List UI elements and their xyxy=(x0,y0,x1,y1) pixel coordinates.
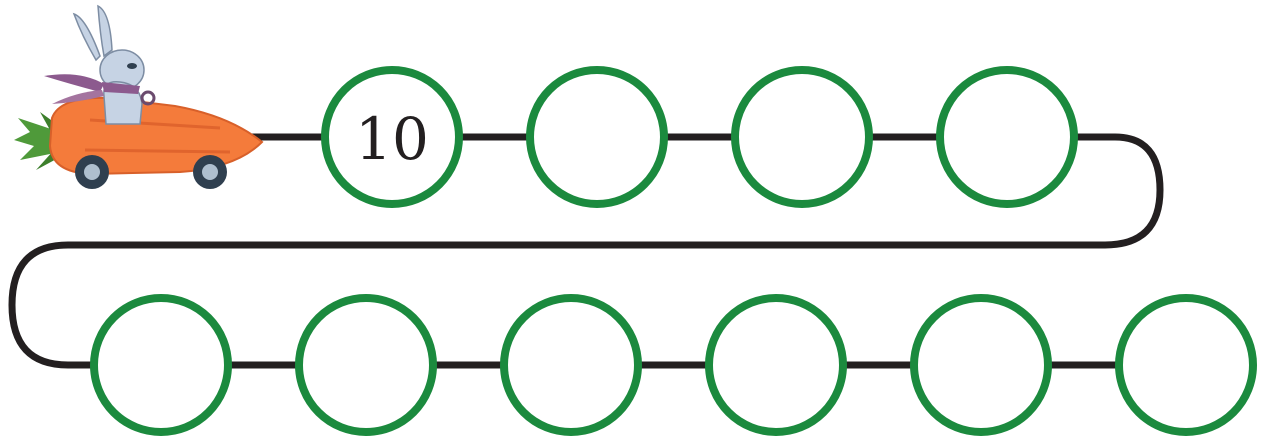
wheel-front xyxy=(193,155,227,189)
track-line xyxy=(8,133,1189,369)
rabbit xyxy=(44,4,156,125)
scarf xyxy=(102,82,140,94)
sequence-circle[interactable] xyxy=(910,294,1052,436)
sequence-circle[interactable] xyxy=(1115,294,1257,436)
sequence-circle[interactable] xyxy=(295,294,437,436)
sequence-circle[interactable] xyxy=(731,66,873,208)
sequence-circle[interactable] xyxy=(90,294,232,436)
sequence-circle[interactable] xyxy=(500,294,642,436)
bottom-row xyxy=(90,294,1257,436)
rabbit-in-carrot-car-icon xyxy=(14,4,264,189)
sequence-circle[interactable] xyxy=(705,294,847,436)
sequence-circle[interactable] xyxy=(526,66,668,208)
sequence-circle[interactable] xyxy=(936,66,1078,208)
sequence-circle[interactable]: 10 xyxy=(321,66,463,208)
wheel-back xyxy=(75,155,109,189)
sequence-value: 10 xyxy=(355,105,429,173)
top-row: 10 xyxy=(321,66,1078,208)
